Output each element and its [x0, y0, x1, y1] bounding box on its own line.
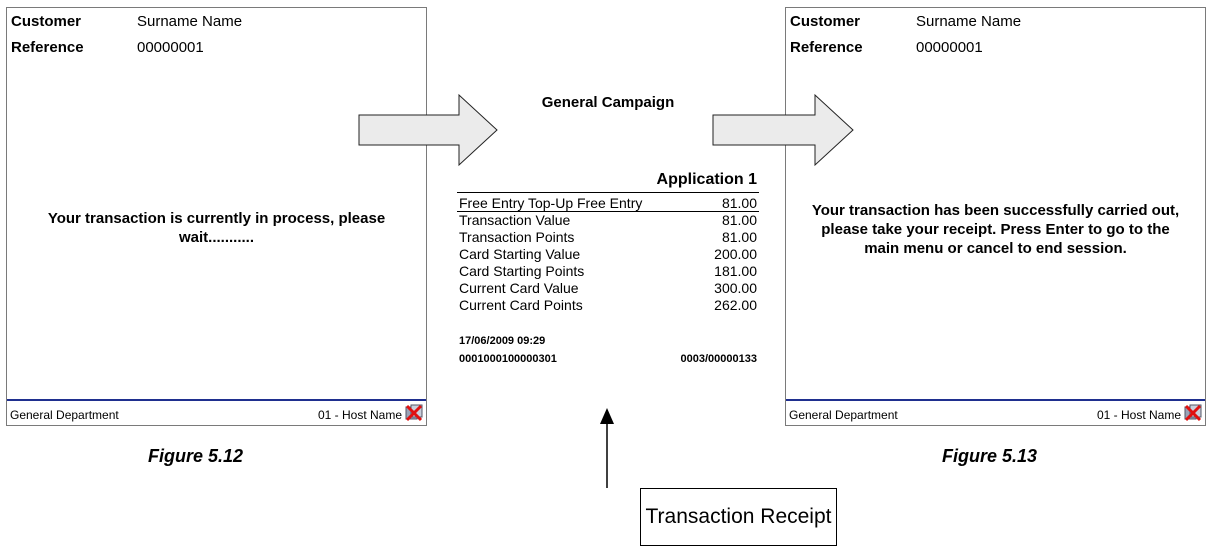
department-label: General Department: [789, 408, 898, 422]
figure-caption-left: Figure 5.12: [148, 446, 244, 466]
receipt-divider: [457, 192, 759, 193]
status-message-line: Your transaction is currently in process…: [47, 210, 386, 227]
status-message: Your transaction has been successfully c…: [786, 201, 1205, 258]
receipt-line-value: 81.00: [721, 195, 757, 211]
receipt-datetime: 17/06/2009 09:29: [459, 335, 546, 347]
host-label: 01 - Host Name: [317, 408, 402, 422]
customer-label: Customer: [790, 13, 861, 30]
receipt-line-label: Transaction Value: [459, 212, 571, 228]
screen-success: Customer Surname Name Reference 00000001…: [785, 7, 1206, 426]
status-message-line: wait...........: [178, 229, 254, 246]
receipt-card-number: 0001000100000301: [459, 353, 557, 365]
receipt-line-label: Transaction Points: [459, 229, 575, 245]
right-arrow-icon: [712, 93, 854, 167]
receipt-line: Card Starting Points 181.00: [459, 263, 757, 280]
status-message-line: Your transaction has been successfully c…: [811, 202, 1180, 219]
receipt-line-value: 181.00: [714, 263, 757, 279]
receipt-line-value: 81.00: [721, 229, 757, 245]
receipt-line-value: 200.00: [714, 246, 757, 262]
receipt-line: Card Starting Value 200.00: [459, 246, 757, 263]
transaction-receipt: General Campaign Application 1 Free Entr…: [457, 85, 759, 375]
receipt-line-value: 262.00: [714, 297, 757, 313]
status-message: Your transaction is currently in process…: [7, 209, 426, 247]
status-message-line: main menu or cancel to end session.: [864, 240, 1127, 257]
status-bar: General Department 01 - Host Name: [786, 399, 1205, 425]
receipt-title: General Campaign: [541, 94, 675, 111]
receipt-line-label: Current Card Points: [459, 297, 583, 313]
receipt-line-label: Card Starting Points: [459, 263, 585, 279]
department-label: General Department: [10, 408, 119, 422]
receipt-line-label: Current Card Value: [459, 280, 579, 296]
status-bar: General Department 01 - Host Name: [7, 399, 426, 425]
receipt-line: Current Card Points 262.00: [459, 297, 757, 314]
receipt-line: Transaction Value 81.00: [459, 212, 757, 229]
screen-in-process: Customer Surname Name Reference 00000001…: [6, 7, 427, 426]
customer-value: Surname Name: [916, 13, 1022, 30]
reference-value: 00000001: [916, 39, 983, 56]
reference-label: Reference: [790, 39, 863, 56]
receipt-line-label: Card Starting Value: [459, 246, 581, 262]
receipt-transaction-ref: 0003/00000133: [680, 353, 757, 365]
receipt-divider: [457, 211, 759, 212]
reference-label: Reference: [11, 39, 84, 56]
receipt-line: Current Card Value 300.00: [459, 280, 757, 297]
host-label: 01 - Host Name: [1096, 408, 1181, 422]
customer-label: Customer: [11, 13, 82, 30]
receipt-line-value: 81.00: [721, 212, 757, 228]
receipt-line-label: Free Entry Top-Up Free Entry: [459, 195, 643, 211]
receipt-lines: Free Entry Top-Up Free Entry 81.00 Trans…: [459, 195, 757, 314]
reference-value: 00000001: [137, 39, 204, 56]
host-status-icon: [1184, 404, 1202, 422]
right-arrow-icon: [358, 93, 498, 167]
customer-value: Surname Name: [137, 13, 243, 30]
receipt-callout-label: Transaction Receipt: [640, 488, 837, 546]
receipt-line: Free Entry Top-Up Free Entry 81.00: [459, 195, 757, 212]
receipt-application: Application 1: [656, 171, 757, 188]
status-message-line: please take your receipt. Press Enter to…: [821, 221, 1170, 238]
receipt-line-value: 300.00: [714, 280, 757, 296]
up-arrow-icon: [600, 408, 614, 488]
figure-caption-right: Figure 5.13: [942, 446, 1038, 466]
receipt-line: Transaction Points 81.00: [459, 229, 757, 246]
host-status-icon: [405, 404, 423, 422]
